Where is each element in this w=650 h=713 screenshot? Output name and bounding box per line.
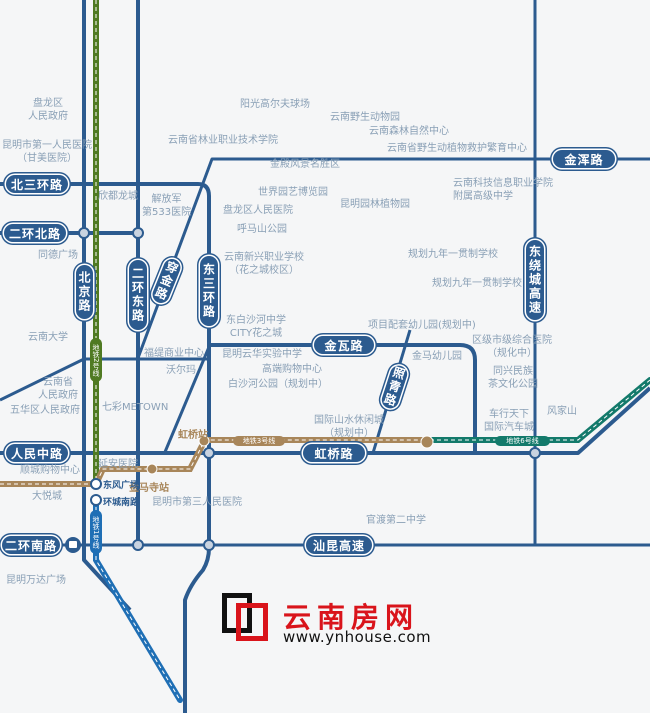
- poi: 云南省野生动植物救护繁育中心: [387, 143, 527, 154]
- poi: 云南省林业职业技术学院: [168, 135, 278, 146]
- road-label-dong-san-huan: 东三环路: [200, 256, 218, 326]
- logo-name: 云南房网: [283, 601, 420, 634]
- station-hongqiao: 虹桥站: [178, 430, 208, 441]
- road-label-er-huan-nan: 二环南路: [2, 536, 60, 554]
- poi: 风家山: [547, 406, 577, 417]
- metro-station-icon: [90, 478, 102, 490]
- logo-mark-icon: [222, 593, 270, 641]
- poi: 大悦城: [32, 491, 62, 502]
- road-label-er-huan-dong: 二环东路: [129, 260, 147, 330]
- poi: 区级市级综合医院（规化中）: [472, 335, 552, 359]
- poi: 世界园艺博览园: [258, 187, 328, 198]
- poi: 项目配套幼儿园(规划中): [368, 320, 476, 331]
- road-label-dong-rao-cheng: 东绕城高速: [526, 240, 544, 320]
- road-label-hongqiao: 虹桥路: [303, 444, 365, 462]
- poi: 昆明云华实验中学: [222, 349, 302, 360]
- poi: 云南科技信息职业学院附属高级中学: [453, 178, 553, 202]
- road-diag-walmart: [163, 346, 211, 453]
- poi: 欣都龙城: [98, 191, 138, 202]
- poi: 昆明万达广场: [6, 575, 66, 586]
- road-label-jin-wa: 金瓦路: [314, 336, 374, 354]
- road-renmin-hongqiao: [0, 386, 650, 455]
- road-label-beijing: 北京路: [76, 265, 93, 319]
- poi: 盘龙区人民医院: [223, 205, 293, 216]
- metro-station-icon: [198, 435, 210, 447]
- poi: 解放军第533医院: [142, 194, 192, 218]
- poi: 延安医院: [98, 459, 138, 470]
- junction: [132, 539, 144, 551]
- poi: 规划九年一贯制学校: [408, 249, 498, 260]
- logo-url: www.ynhouse.com: [283, 628, 432, 646]
- poi: 沃尔玛: [166, 365, 196, 376]
- poi: 昆明市第一人民医院（甘美医院）: [2, 140, 92, 164]
- station-dongfeng: 东风广场: [103, 481, 140, 491]
- poi: 昆明园林植物园: [340, 199, 410, 210]
- poi: 盘龙区人民政府: [28, 98, 68, 122]
- poi: 国际山水休闲城（规划中）: [314, 415, 384, 439]
- poi: 规划九年一贯制学校: [432, 278, 522, 289]
- poi: 顺城购物中心: [20, 465, 80, 476]
- poi: 官渡第二中学: [366, 515, 426, 526]
- road-label-renmin-zhong: 人民中路: [6, 444, 68, 462]
- road-label-shan-kun: 汕昆高速: [306, 536, 372, 554]
- metro-station-icon: [146, 463, 158, 475]
- road-bei-san-huan: [0, 182, 211, 713]
- poi: 车行天下国际汽车城: [484, 409, 534, 433]
- poi: 福缇商业中心: [144, 348, 204, 359]
- road-label-er-huan-bei: 二环北路: [4, 224, 66, 242]
- road-jin-wa: [209, 343, 477, 453]
- poi: 同兴民族茶文化公园: [488, 366, 538, 390]
- metro-transfer-icon: [420, 435, 434, 449]
- station-huancheng-nan: 环城南路: [103, 498, 140, 508]
- poi: 云南新兴职业学校（花之城校区）: [224, 252, 304, 276]
- poi: 七彩METOWN: [102, 402, 169, 413]
- junction: [132, 227, 144, 239]
- metro-label-line3: 地铁3号线: [233, 436, 285, 446]
- road-label-jin-hun: 金浑路: [553, 150, 615, 168]
- poi: 白沙河公园（规划中）: [228, 379, 328, 390]
- station-jinmasi: 金马寺站: [129, 483, 169, 494]
- junction: [78, 227, 90, 239]
- poi: 高端购物中心: [262, 364, 322, 375]
- poi: 阳光高尔夫球场: [240, 99, 310, 110]
- poi: 金殿风景名胜区: [270, 159, 340, 170]
- metro-label-line2: 地铁2号线: [90, 338, 102, 382]
- metro-line-6: [427, 377, 650, 443]
- metro-label-line1: 地铁1号线: [90, 510, 102, 554]
- junction: [203, 539, 215, 551]
- poi: 云南野生动物园: [330, 112, 400, 123]
- road-label-bei-san-huan: 北三环路: [6, 175, 68, 193]
- poi: 五华区人民政府: [10, 405, 80, 416]
- poi: 呼马山公园: [237, 224, 287, 235]
- poi: 昆明市第三人民医院: [152, 497, 242, 508]
- poi: 云南省人民政府: [38, 377, 78, 401]
- metro-station-icon: [90, 494, 102, 506]
- poi: 同德广场: [38, 250, 78, 261]
- junction: [203, 447, 215, 459]
- poi: 金马幼儿园: [412, 351, 462, 362]
- poi: 云南大学: [28, 332, 68, 343]
- metro-label-line6: 地铁6号线: [495, 436, 550, 446]
- road-west-link: [0, 357, 209, 402]
- junction: [529, 447, 541, 459]
- poi: 云南森林自然中心: [369, 126, 449, 137]
